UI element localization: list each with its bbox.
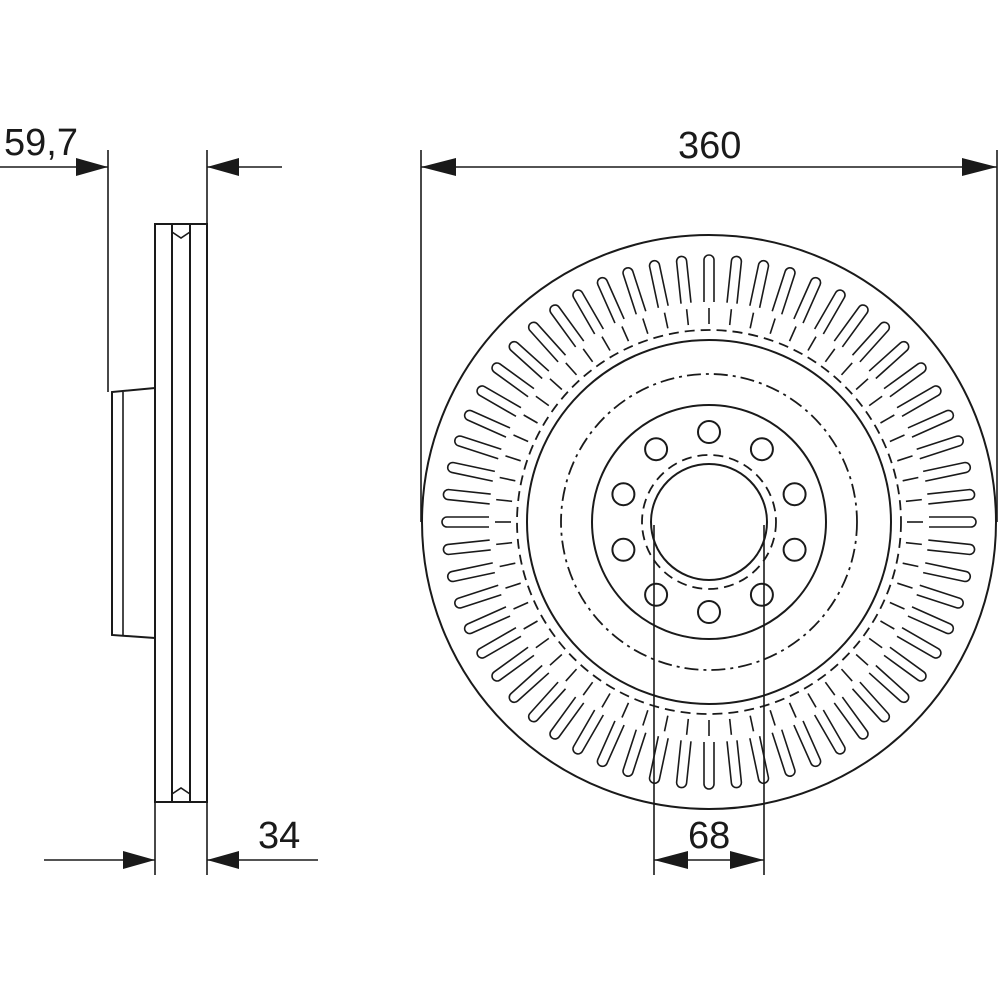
- bolt-hole: [782, 482, 807, 507]
- bolt-holes: [611, 420, 807, 624]
- thickness-arrow-right: [207, 851, 239, 869]
- vent-slot: [675, 255, 692, 326]
- offset-arrow-right: [207, 158, 239, 176]
- vent-slot: [703, 254, 715, 324]
- vent-slot: [880, 385, 942, 424]
- vent-gap-top: [171, 231, 191, 239]
- vent-slot: [572, 693, 611, 755]
- vent-slot: [902, 461, 972, 482]
- bolt-hole: [697, 420, 721, 444]
- hub-hidden-ring: [560, 373, 858, 671]
- offset-dimension-label: 59,7: [4, 122, 78, 164]
- vent-slot: [726, 255, 743, 326]
- vent-slot: [807, 693, 846, 755]
- diameter-arrow-left: [421, 158, 456, 176]
- vent-slot: [905, 488, 976, 505]
- vent-slot: [463, 409, 529, 443]
- vent-slot: [807, 289, 846, 351]
- hub-hat-outline: [111, 387, 156, 639]
- vent-slot: [703, 720, 715, 790]
- bolt-hole: [749, 437, 774, 462]
- vent-slot: [442, 539, 513, 556]
- vent-slot: [769, 710, 796, 777]
- vent-slot: [824, 681, 869, 740]
- vent-slot: [527, 668, 578, 723]
- bore-arrow-right: [730, 851, 764, 869]
- vent-slot: [648, 715, 669, 785]
- vent-slot: [476, 385, 538, 424]
- vent-slot: [880, 620, 942, 659]
- vent-slot: [902, 562, 972, 583]
- diameter-dimension-label: 360: [678, 125, 741, 167]
- diameter-arrow-right: [962, 158, 997, 176]
- bolt-hole: [644, 437, 669, 462]
- vent-slot: [454, 582, 521, 609]
- thickness-arrow-left: [123, 851, 155, 869]
- vent-slot: [549, 681, 594, 740]
- vent-slot: [855, 340, 910, 391]
- vent-slot: [907, 516, 977, 528]
- vent-slot: [491, 637, 550, 682]
- vent-slot: [549, 304, 594, 363]
- vent-slot: [788, 276, 822, 342]
- friction-ring-inner-edge: [526, 339, 892, 705]
- vent-slot: [889, 601, 955, 635]
- disc-cross-section: [154, 223, 208, 803]
- center-bore: [650, 463, 768, 581]
- bore-dimension-label: 68: [688, 815, 730, 857]
- vent-slot: [726, 718, 743, 789]
- vent-slot: [868, 637, 927, 682]
- vent-slot: [442, 488, 513, 505]
- vent-slot: [840, 668, 891, 723]
- vent-slot: [675, 718, 692, 789]
- vent-slot: [476, 620, 538, 659]
- vent-slot: [749, 259, 770, 329]
- vent-slot: [648, 259, 669, 329]
- vent-slot: [897, 435, 964, 462]
- vent-slot: [572, 289, 611, 351]
- vent-slot: [527, 321, 578, 376]
- vent-slot: [897, 582, 964, 609]
- bolt-hole: [749, 582, 774, 607]
- vent-slot: [508, 340, 563, 391]
- bolt-hole: [697, 600, 721, 624]
- vent-slot: [446, 562, 516, 583]
- vent-slot: [454, 435, 521, 462]
- bolt-hole: [611, 482, 636, 507]
- disc-outer-edge: [421, 234, 997, 810]
- vent-slot: [508, 653, 563, 704]
- vent-slot: [840, 321, 891, 376]
- vent-slot: [749, 715, 770, 785]
- bolt-hole: [782, 537, 807, 562]
- thickness-dimension-label: 34: [258, 815, 300, 857]
- center-bore-hidden-line: [641, 454, 777, 590]
- vent-slot: [596, 276, 630, 342]
- bore-arrow-left: [654, 851, 688, 869]
- bolt-hole: [611, 537, 636, 562]
- vent-slot: [769, 267, 796, 334]
- vent-slot: [889, 409, 955, 443]
- vent-slot: [868, 362, 927, 407]
- offset-arrow-left: [76, 158, 108, 176]
- vent-slot: [788, 702, 822, 768]
- vent-slot: [441, 516, 511, 528]
- vent-slot: [491, 362, 550, 407]
- bolt-hole: [644, 582, 669, 607]
- vent-slot: [824, 304, 869, 363]
- vent-slot: [855, 653, 910, 704]
- hub-face-edge: [591, 404, 827, 640]
- vent-slot: [622, 710, 649, 777]
- vent-slot: [622, 267, 649, 334]
- vent-slot: [905, 539, 976, 556]
- vent-slot: [596, 702, 630, 768]
- side-view: 59,7 34: [0, 122, 318, 875]
- vent-inner-ring-hidden-line: [516, 329, 902, 715]
- vent-slot: [446, 461, 516, 482]
- vent-gap-bottom: [171, 787, 191, 795]
- vent-slot: [463, 601, 529, 635]
- front-view: 360 68: [420, 125, 998, 875]
- vent-slots: [441, 254, 977, 790]
